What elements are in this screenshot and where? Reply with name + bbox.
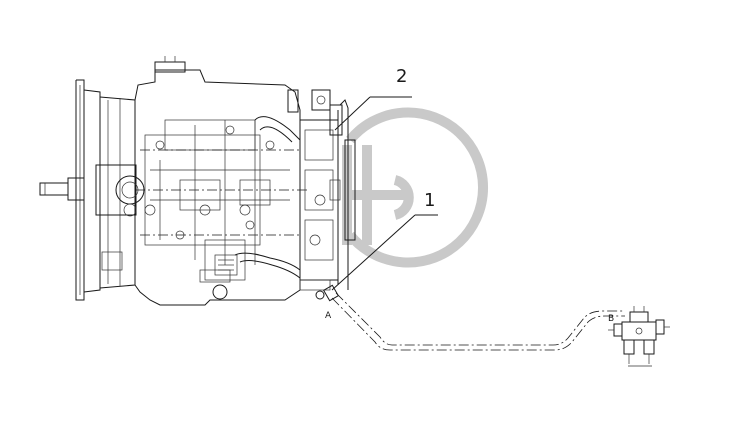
watermark-logo	[342, 107, 489, 268]
valve-block	[299, 89, 356, 291]
leader-1	[331, 214, 416, 291]
callout-leaders	[331, 96, 438, 291]
output-shaft	[39, 177, 85, 201]
transmission-assembly	[39, 56, 310, 306]
air-pipe	[315, 284, 625, 351]
relay-valve	[608, 306, 670, 367]
point-a-label: A	[325, 311, 332, 321]
callout-1-label: 1	[424, 190, 435, 211]
point-b-label: B	[608, 314, 614, 324]
callout-2-label: 2	[396, 66, 407, 87]
leader-2	[334, 96, 371, 131]
